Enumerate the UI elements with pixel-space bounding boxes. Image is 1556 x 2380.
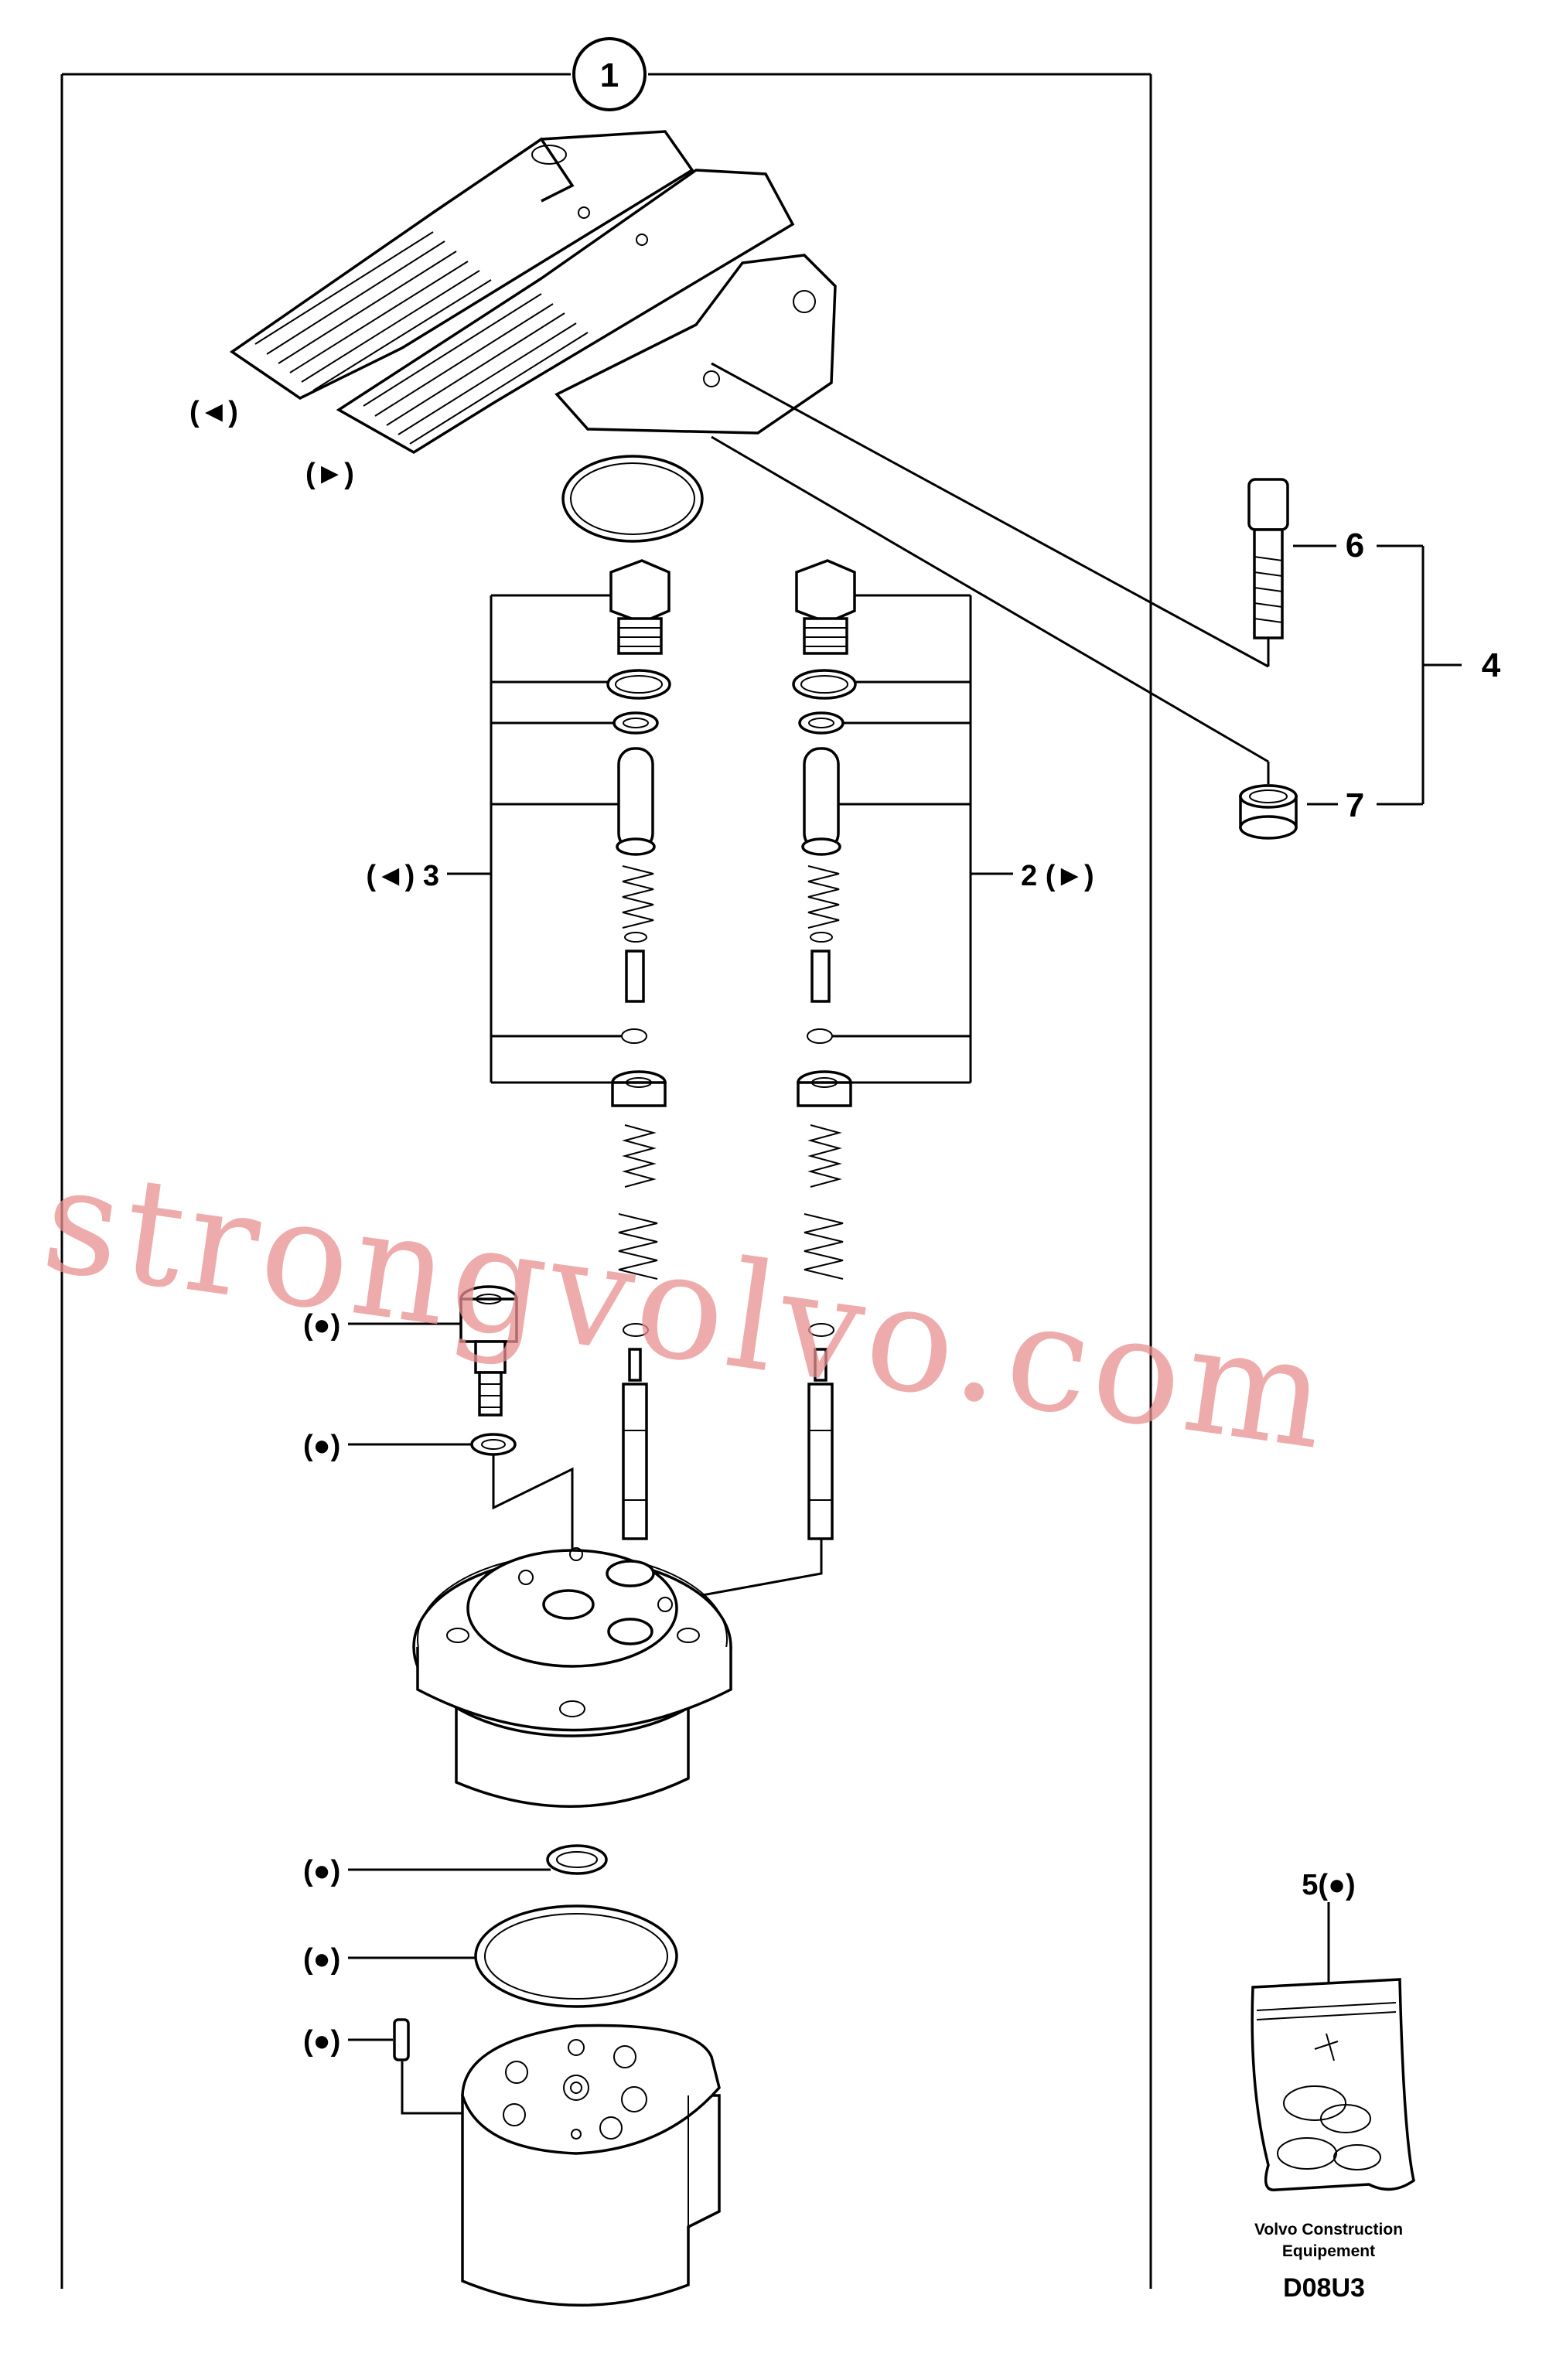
bracket-right	[832, 594, 1013, 1084]
callout-kit: 4	[1482, 646, 1501, 684]
plug	[459, 1285, 518, 1417]
callout-bushing: 7	[1346, 786, 1364, 824]
brand-line-1: Volvo Construction	[1254, 2221, 1403, 2238]
section-number: 1	[600, 56, 619, 94]
section-frame: 1	[60, 37, 1152, 2289]
section-number-circle	[572, 37, 647, 111]
pin	[393, 2018, 410, 2061]
callout-small-oring: (●)	[303, 1855, 340, 1887]
pedal-oring	[561, 455, 704, 543]
bracket-left	[447, 594, 622, 1084]
leader-bolt	[711, 362, 1269, 668]
callout-pedal-left: (◄)	[189, 396, 238, 428]
watermark: strongvolvo.com	[34, 1134, 1341, 1483]
pedal-assembly	[229, 130, 837, 455]
leader-bushing	[711, 435, 1269, 763]
bolt	[1247, 478, 1289, 667]
callout-valve-right: 2 (►)	[1021, 860, 1094, 892]
pedal-right-ribs	[363, 293, 589, 445]
callout-seal-kit: 5(●)	[1302, 1869, 1355, 1901]
drawing-code: D08U3	[1283, 2273, 1365, 2303]
valve-stack-left	[606, 559, 671, 1540]
bushing	[1239, 762, 1298, 840]
valve-body	[412, 1547, 732, 1808]
seal-kit-bag	[1251, 1902, 1415, 2191]
callout-plug-washer: (●)	[303, 1430, 340, 1462]
kit-bracket	[1293, 544, 1462, 806]
brand-line-2: Equipement	[1282, 2242, 1375, 2260]
plug-washer	[470, 1433, 517, 1456]
pedal-left-ribs	[254, 231, 492, 391]
callout-bolt: 6	[1346, 527, 1364, 564]
callout-pedal-right: (►)	[305, 458, 354, 490]
callout-valve-left: (◄) 3	[366, 860, 439, 892]
lower-housing	[461, 2024, 721, 2307]
leader-washer-body	[492, 1454, 574, 1593]
small-oring	[546, 1844, 608, 1875]
large-oring	[474, 1904, 678, 2008]
callout-plug: (●)	[303, 1309, 340, 1342]
callout-large-oring: (●)	[303, 1943, 340, 1976]
callout-pin: (●)	[303, 2025, 340, 2058]
valve-stack-right	[792, 559, 857, 1540]
